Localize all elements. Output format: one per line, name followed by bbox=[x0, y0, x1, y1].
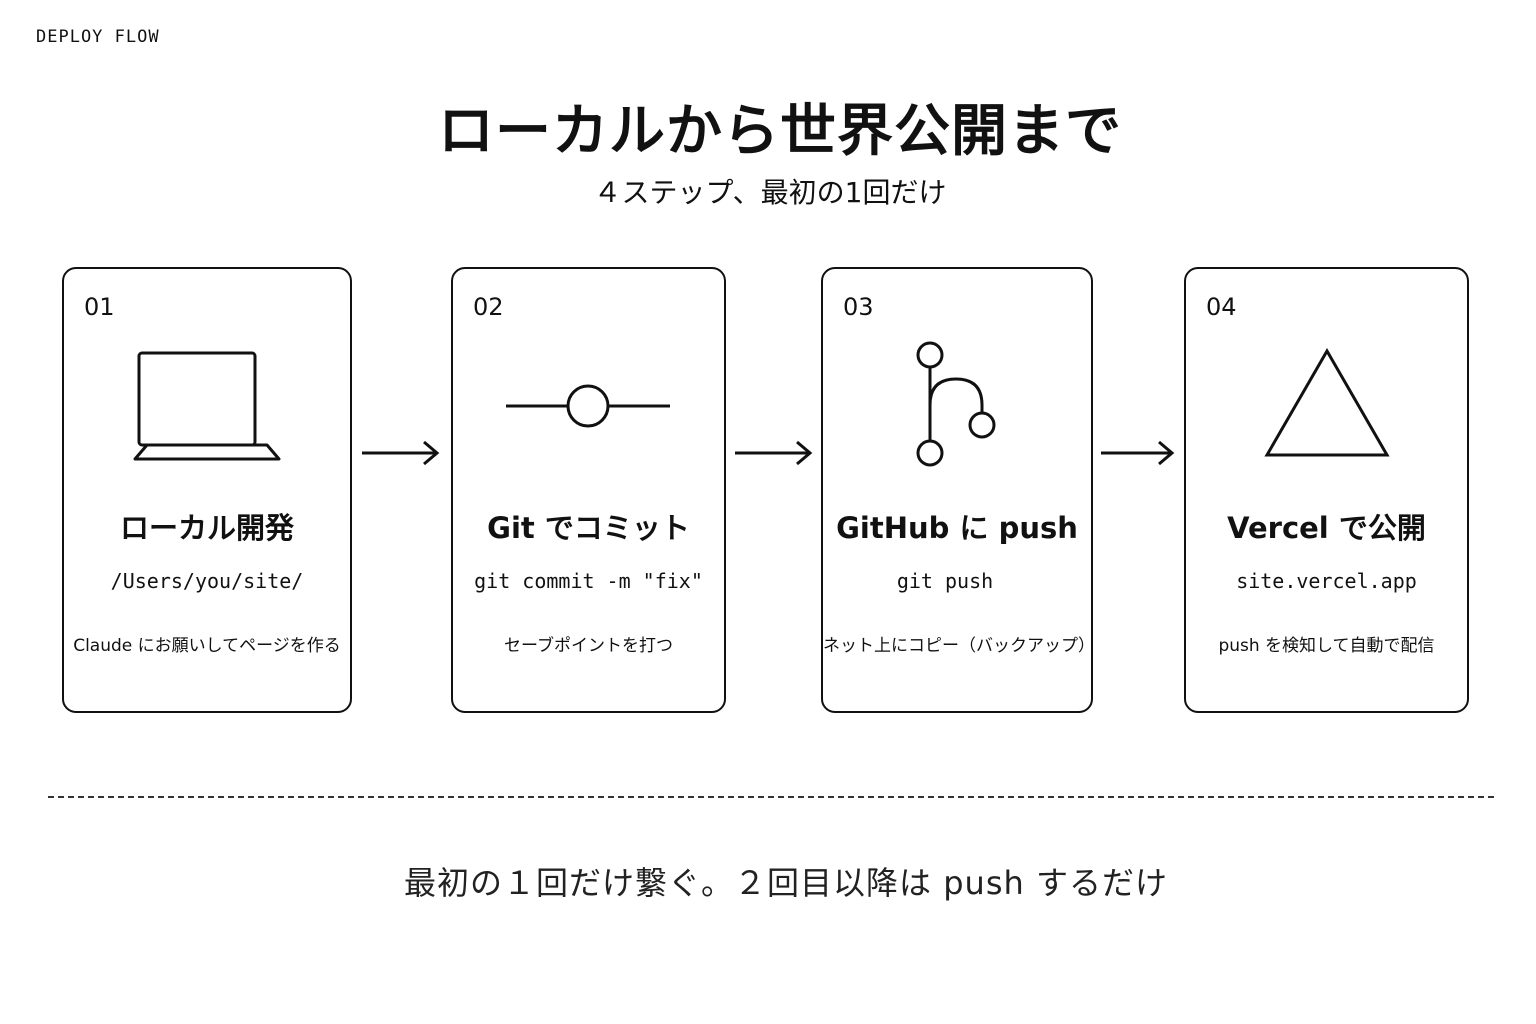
eyebrow-label: DEPLOY FLOW bbox=[36, 27, 160, 47]
step-number: 02 bbox=[473, 293, 504, 321]
footer-note: 最初の１回だけ繋ぐ。２回目以降は push するだけ bbox=[404, 864, 1168, 902]
step-number: 03 bbox=[843, 293, 874, 321]
step-code: site.vercel.app bbox=[1236, 569, 1417, 593]
step-description: ネット上にコピー（バックアップ） bbox=[823, 636, 1095, 656]
step-number: 04 bbox=[1206, 293, 1237, 321]
step-card-commit: 02 Git でコミット git commit -m "fix" セーブポイント… bbox=[451, 267, 726, 713]
git-commit-icon bbox=[453, 339, 724, 479]
arrow-right-icon bbox=[735, 440, 813, 466]
step-card-vercel: 04 Vercel で公開 site.vercel.app push を検知して… bbox=[1184, 267, 1469, 713]
step-label: Git でコミット bbox=[487, 511, 690, 545]
vercel-triangle-icon bbox=[1186, 339, 1467, 479]
step-label: GitHub に push bbox=[836, 511, 1078, 545]
arrow-right-icon bbox=[1101, 440, 1175, 466]
arrow-right-icon bbox=[362, 440, 440, 466]
step-label: Vercel で公開 bbox=[1227, 511, 1426, 545]
step-description: Claude にお願いしてページを作る bbox=[73, 636, 341, 656]
step-card-push: 03 GitHub に push git push ネット上にコピー（バックアッ… bbox=[821, 267, 1095, 713]
step-card-local: 01 ローカル開発 /Users/you/site/ Claude にお願いして… bbox=[62, 267, 352, 713]
step-code: /Users/you/site/ bbox=[110, 569, 304, 593]
step-number: 01 bbox=[84, 293, 115, 321]
dashed-divider bbox=[48, 796, 1494, 798]
step-description: push を検知して自動で配信 bbox=[1218, 636, 1435, 656]
step-code: git commit -m "fix" bbox=[474, 569, 703, 593]
git-branch-icon bbox=[823, 339, 1091, 479]
step-code: git push bbox=[896, 569, 994, 593]
page-title: ローカルから世界公開まで bbox=[438, 99, 1122, 164]
step-description: セーブポイントを打つ bbox=[504, 636, 673, 656]
page-subtitle: ４ステップ、最初の1回だけ bbox=[593, 176, 947, 209]
step-label: ローカル開発 bbox=[119, 511, 294, 545]
laptop-icon bbox=[64, 339, 350, 479]
